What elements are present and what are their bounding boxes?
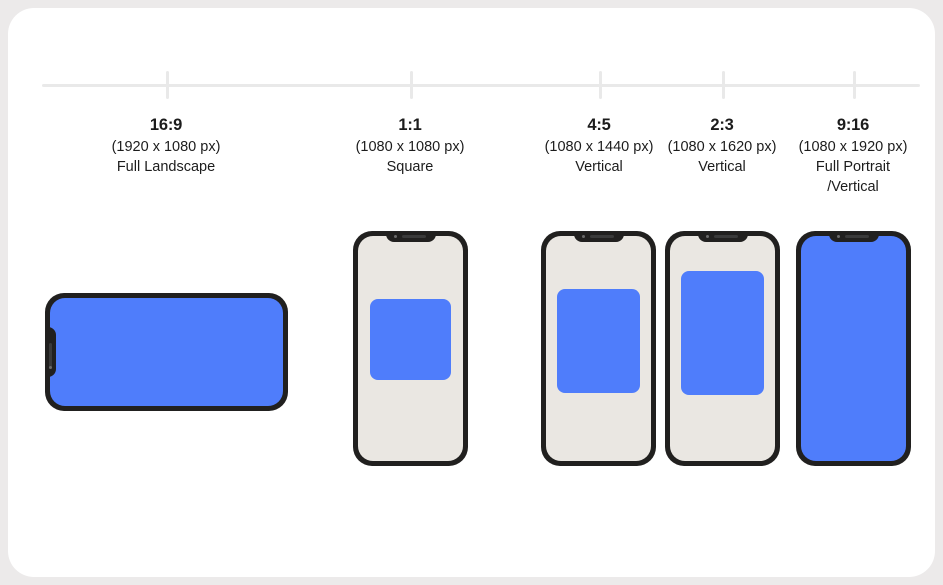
camera-icon [581, 234, 585, 238]
ruler-tick-16-9 [166, 71, 169, 99]
camera-icon [48, 365, 52, 369]
dimensions-text: (1080 x 1440 px) [544, 138, 654, 155]
speaker-icon [48, 343, 52, 367]
notch-2-3 [697, 231, 748, 242]
ratio-text: 9:16 [836, 116, 870, 134]
phone-screen-2-3 [670, 236, 775, 461]
ruler-tick-1-1 [410, 71, 413, 99]
ruler-tick-4-5 [599, 71, 602, 99]
speaker-icon [401, 234, 426, 238]
notch-16-9 [45, 327, 56, 377]
phone-screen-4-5 [546, 236, 651, 461]
ruler-tick-9-16 [853, 71, 856, 99]
content-area-2-3 [681, 271, 764, 395]
kind-text: Vertical [575, 158, 623, 175]
diagram-card: 16:9 (1920 x 1080 px) Full Landscape 1:1… [8, 8, 935, 577]
phone-mockup-1-1 [353, 231, 468, 466]
ratio-text: 2:3 [710, 116, 734, 134]
kind-text: Vertical [698, 158, 746, 175]
format-label-2-3: 2:3 (1080 x 1620 px) Vertical [668, 114, 777, 177]
kind-text-line2: /Vertical [827, 178, 879, 195]
ruler-tick-2-3 [722, 71, 725, 99]
phone-mockup-2-3 [665, 231, 780, 466]
content-area-4-5 [557, 289, 640, 393]
speaker-icon [589, 234, 614, 238]
phone-mockup-4-5 [541, 231, 656, 466]
dimensions-text: (1920 x 1080 px) [111, 138, 221, 155]
format-label-4-5: 4:5 (1080 x 1440 px) Vertical [545, 114, 654, 177]
speaker-icon [713, 234, 738, 238]
ratio-text: 4:5 [587, 116, 611, 134]
notch-1-1 [385, 231, 436, 242]
notch-9-16 [828, 231, 879, 242]
phone-mockup-9-16 [796, 231, 911, 466]
phone-mockup-16-9 [45, 293, 288, 411]
format-label-16-9: 16:9 (1920 x 1080 px) Full Landscape [112, 114, 221, 177]
content-area-1-1 [370, 299, 451, 380]
aspect-ratio-ruler [42, 71, 920, 99]
kind-text: Full Portrait [815, 158, 891, 175]
dimensions-text: (1080 x 1620 px) [667, 138, 777, 155]
camera-icon [393, 234, 397, 238]
kind-text: Full Landscape [116, 158, 216, 175]
dimensions-text: (1080 x 1920 px) [798, 138, 908, 155]
format-label-9-16: 9:16 (1080 x 1920 px) Full Portrait /Ver… [799, 114, 908, 197]
phone-screen-9-16 [801, 236, 906, 461]
ratio-text: 16:9 [149, 116, 183, 134]
phone-screen-1-1 [358, 236, 463, 461]
notch-4-5 [573, 231, 624, 242]
format-label-1-1: 1:1 (1080 x 1080 px) Square [356, 114, 465, 177]
speaker-icon [844, 234, 869, 238]
dimensions-text: (1080 x 1080 px) [355, 138, 465, 155]
ratio-text: 1:1 [398, 116, 422, 134]
camera-icon [705, 234, 709, 238]
kind-text: Square [386, 158, 434, 175]
camera-icon [836, 234, 840, 238]
phone-screen-16-9 [50, 298, 283, 406]
